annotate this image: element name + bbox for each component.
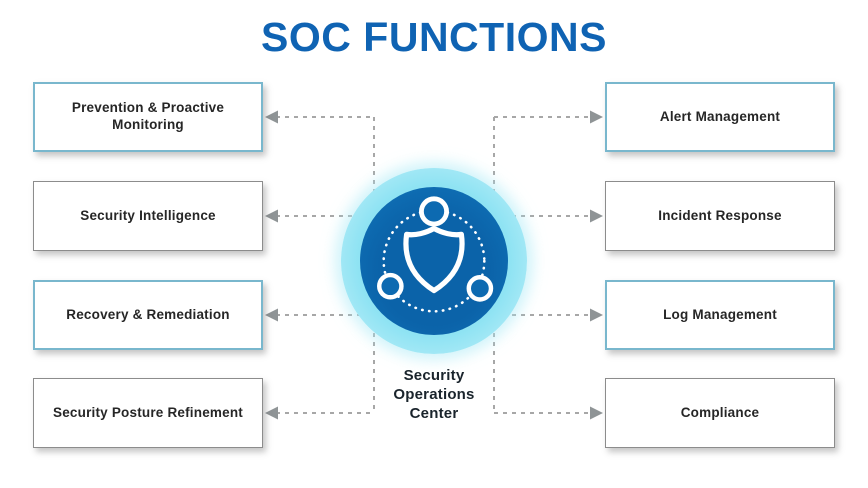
- center-disc: [360, 187, 508, 335]
- function-box-compliance: Compliance: [605, 378, 835, 448]
- shield-outline: [403, 225, 465, 294]
- function-box-prevention-proactive-monitoring: Prevention & Proactive Monitoring: [33, 82, 263, 152]
- center-label-line: Security: [403, 367, 465, 384]
- function-box-alert-management: Alert Management: [605, 82, 835, 152]
- function-box-log-management: Log Management: [605, 280, 835, 350]
- function-box-security-posture-refinement: Security Posture Refinement: [33, 378, 263, 448]
- arrow-left-icon: [265, 110, 278, 124]
- node-top-circle: [419, 196, 449, 227]
- center-label-line: Operations: [393, 386, 475, 404]
- function-label: Recovery & Remediation: [66, 306, 230, 322]
- function-label: Alert Management: [659, 108, 781, 124]
- function-label: Security Posture Refinement: [53, 404, 243, 420]
- page-title: SOC FUNCTIONS: [261, 14, 607, 60]
- node-left-circle: [377, 272, 404, 300]
- arrow-right-icon: [590, 308, 603, 322]
- function-box-incident-response: Incident Response: [605, 181, 835, 251]
- function-label: Log Management: [663, 306, 777, 322]
- function-label: Incident Response: [658, 207, 782, 223]
- arrow-right-icon: [590, 110, 603, 124]
- arrow-left-icon: [265, 308, 278, 322]
- node-right-circle: [466, 275, 494, 302]
- shield-network-icon: [377, 196, 494, 313]
- function-box-security-intelligence: Security Intelligence: [33, 181, 263, 251]
- arrow-left-icon: [265, 209, 278, 223]
- function-label: Prevention & Proactive Monitoring: [71, 100, 225, 132]
- arrow-right-icon: [590, 406, 603, 420]
- function-label: Security Intelligence: [80, 207, 216, 223]
- arrow-left-icon: [265, 406, 278, 420]
- function-label: Compliance: [680, 404, 760, 420]
- arrow-right-icon: [590, 209, 603, 223]
- arrowheads: [265, 110, 603, 420]
- center-label: Security Operations Center: [344, 366, 524, 423]
- center-label-line: Center: [409, 405, 459, 423]
- function-box-recovery-remediation: Recovery & Remediation: [33, 280, 263, 350]
